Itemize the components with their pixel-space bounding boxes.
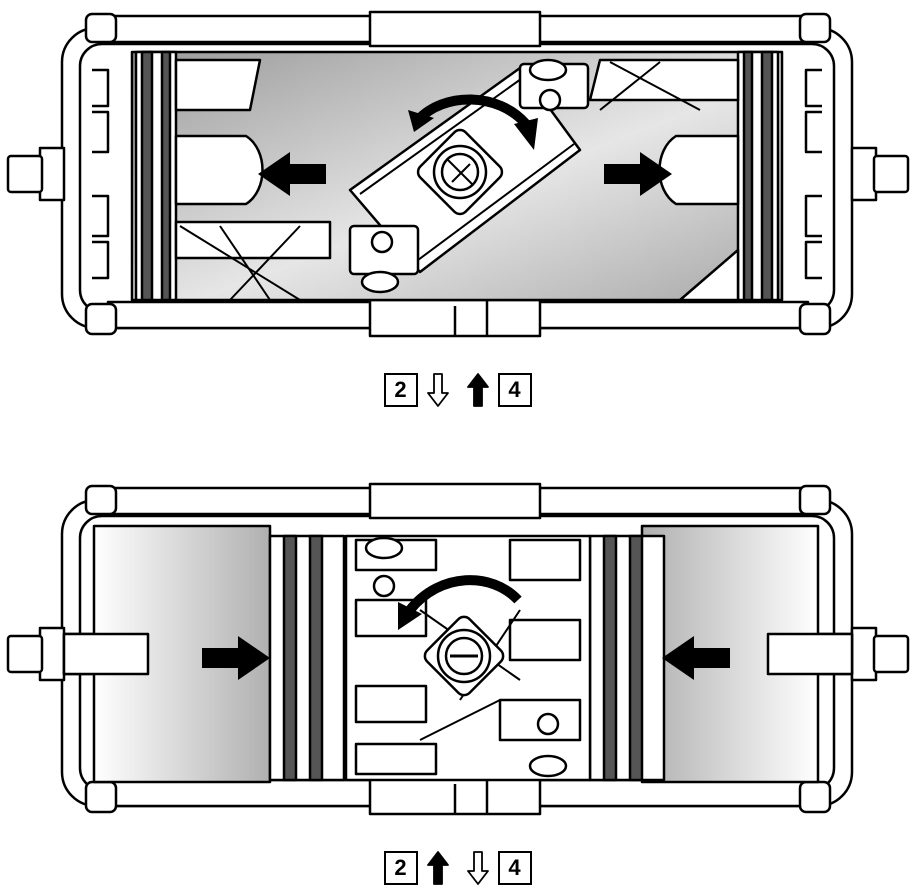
top-right-stop-bolt: [872, 154, 910, 194]
bottom-port-4-outline-arrow-down-icon: [458, 848, 498, 888]
top-port-4-filled-arrow-up-icon: [458, 370, 498, 410]
top-left-outward-arrow: [258, 152, 326, 196]
top-port-indicator: 2 4: [0, 370, 915, 410]
top-piston-arrows: [258, 152, 672, 196]
bottom-port-4-label: 4: [497, 851, 532, 885]
bottom-actuator: [6, 482, 910, 816]
top-port-2-label: 2: [383, 373, 418, 407]
top-right-stop-nut: [850, 146, 878, 202]
bottom-left-piston: [268, 534, 346, 782]
top-left-stop-bolt: [6, 154, 44, 194]
bottom-rotation-arrow: [406, 575, 522, 614]
top-actuator: [6, 10, 910, 338]
bottom-port-2-filled-arrow-up-icon: [418, 848, 458, 888]
bottom-right-piston: [588, 534, 666, 782]
top-port-4-label: 4: [497, 373, 532, 407]
bottom-right-inward-arrow: [662, 636, 730, 680]
bottom-port-indicator: 2 4: [0, 848, 915, 888]
top-right-outward-arrow: [604, 152, 672, 196]
top-rotation-arrow: [414, 94, 530, 128]
bottom-port-2-label: 2: [383, 851, 418, 885]
top-left-stop-nut: [38, 146, 66, 202]
bottom-left-inward-arrow: [202, 636, 270, 680]
top-cover-center: [368, 10, 542, 48]
top-port-2-outline-arrow-down-icon: [418, 370, 458, 410]
bottom-piston-arrows: [202, 636, 730, 680]
